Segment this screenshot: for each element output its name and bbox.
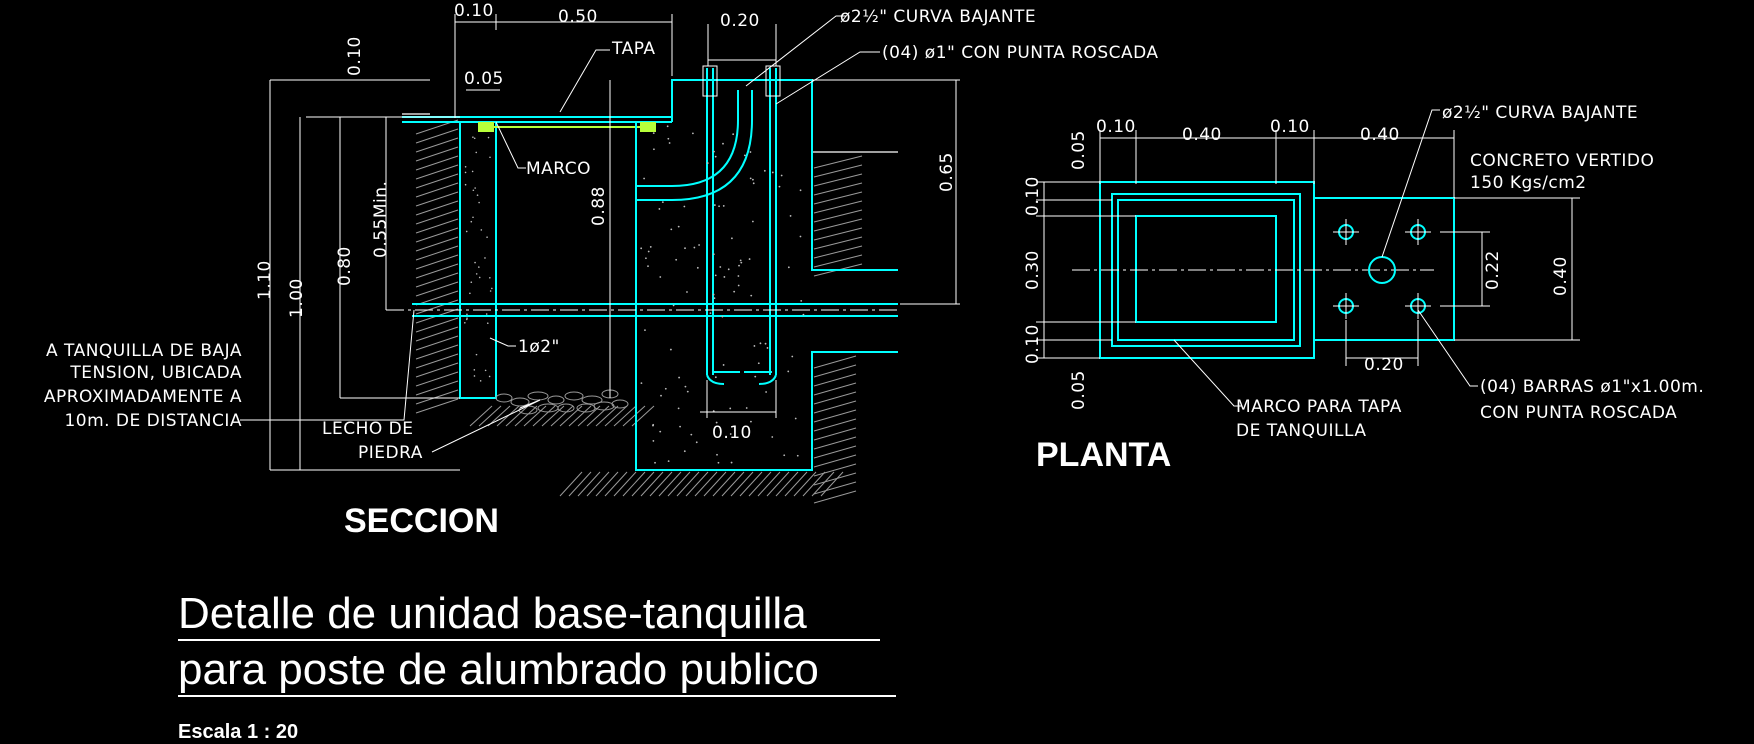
dim-065: 0.65 [937, 152, 957, 192]
note-line-3: APROXIMADAMENTE A [44, 387, 242, 407]
label-conduit: 1ø2" [518, 337, 560, 357]
plan-dim-030: 0.30 [1023, 250, 1043, 290]
title-line-2: para poste de alumbrado publico [178, 645, 819, 694]
section-labels: 0.10 0.50 0.20 0.10 0.05 ø2½" CURVA BAJA… [44, 1, 1159, 540]
section-ground-hatch [415, 119, 863, 504]
plan-label-marco-1: MARCO PARA TAPA [1236, 397, 1402, 417]
dim-005: 0.05 [464, 69, 504, 89]
section-structure [402, 65, 898, 471]
note-line-2: TENSION, UBICADA [69, 363, 242, 383]
plan-label-marco-2: DE TANQUILLA [1236, 421, 1366, 441]
plan-label-barras-1: (04) BARRAS ø1"x1.00m. [1480, 377, 1704, 397]
label-punta-roscada: (04) ø1" CON PUNTA ROSCADA [882, 43, 1159, 63]
plan-dim-010-b: 0.10 [1270, 117, 1310, 137]
note-line-1: A TANQUILLA DE BAJA [46, 341, 242, 361]
label-tapa: TAPA [611, 39, 656, 59]
anchor-bars [702, 65, 781, 385]
plan-dim-005-a: 0.05 [1069, 130, 1089, 170]
plan-label-barras-2: CON PUNTA ROSCADA [1480, 403, 1677, 423]
plan-label-concreto-2: 150 Kgs/cm2 [1470, 173, 1587, 193]
note-line-4: 10m. DE DISTANCIA [64, 411, 242, 431]
label-lecho-1: LECHO DE [322, 419, 413, 439]
section-dimensions [240, 14, 960, 471]
plan-label-concreto-1: CONCRETO VERTIDO [1470, 151, 1654, 171]
dim-080: 0.80 [335, 246, 355, 286]
title-line-1: Detalle de unidad base-tanquilla [178, 589, 807, 638]
dim-110: 1.10 [255, 260, 275, 300]
plan-dim-040-a: 0.40 [1182, 125, 1222, 145]
plan-view [1036, 109, 1580, 407]
drawing-title-block: Detalle de unidad base-tanquilla para po… [178, 589, 819, 743]
plan-dim-022: 0.22 [1483, 250, 1503, 290]
stone-bed [495, 389, 629, 415]
dim-020: 0.20 [720, 11, 760, 31]
label-curva-bajante: ø2½" CURVA BAJANTE [840, 7, 1036, 27]
label-lecho-2: PIEDRA [358, 443, 423, 463]
plan-dim-010-left-b: 0.10 [1023, 324, 1043, 364]
plan-dim-010-left-a: 0.10 [1023, 176, 1043, 216]
scale-label: Escala 1 : 20 [178, 721, 298, 743]
dim-010-bottom: 0.10 [712, 423, 752, 443]
dim-050: 0.50 [558, 7, 598, 27]
plan-dim-010-a: 0.10 [1096, 117, 1136, 137]
plan-dim-040-b: 0.40 [1360, 125, 1400, 145]
dim-100: 1.00 [287, 278, 307, 318]
dim-055-min: 0.55Min. [371, 181, 391, 258]
dim-010-top: 0.10 [454, 1, 494, 21]
plan-dim-005-b: 0.05 [1069, 370, 1089, 410]
section-title: SECCION [344, 502, 499, 540]
plan-title: PLANTA [1036, 436, 1171, 474]
label-marco: MARCO [526, 159, 591, 179]
dim-088: 0.88 [589, 186, 609, 226]
plan-dim-040-right: 0.40 [1551, 256, 1571, 296]
plan-dim-020: 0.20 [1364, 355, 1404, 375]
plan-labels: 0.10 0.40 0.10 0.40 0.05 0.10 0.30 0.10 … [1023, 103, 1704, 474]
dim-010-vertical: 0.10 [345, 36, 365, 76]
plan-label-curva: ø2½" CURVA BAJANTE [1442, 103, 1638, 123]
